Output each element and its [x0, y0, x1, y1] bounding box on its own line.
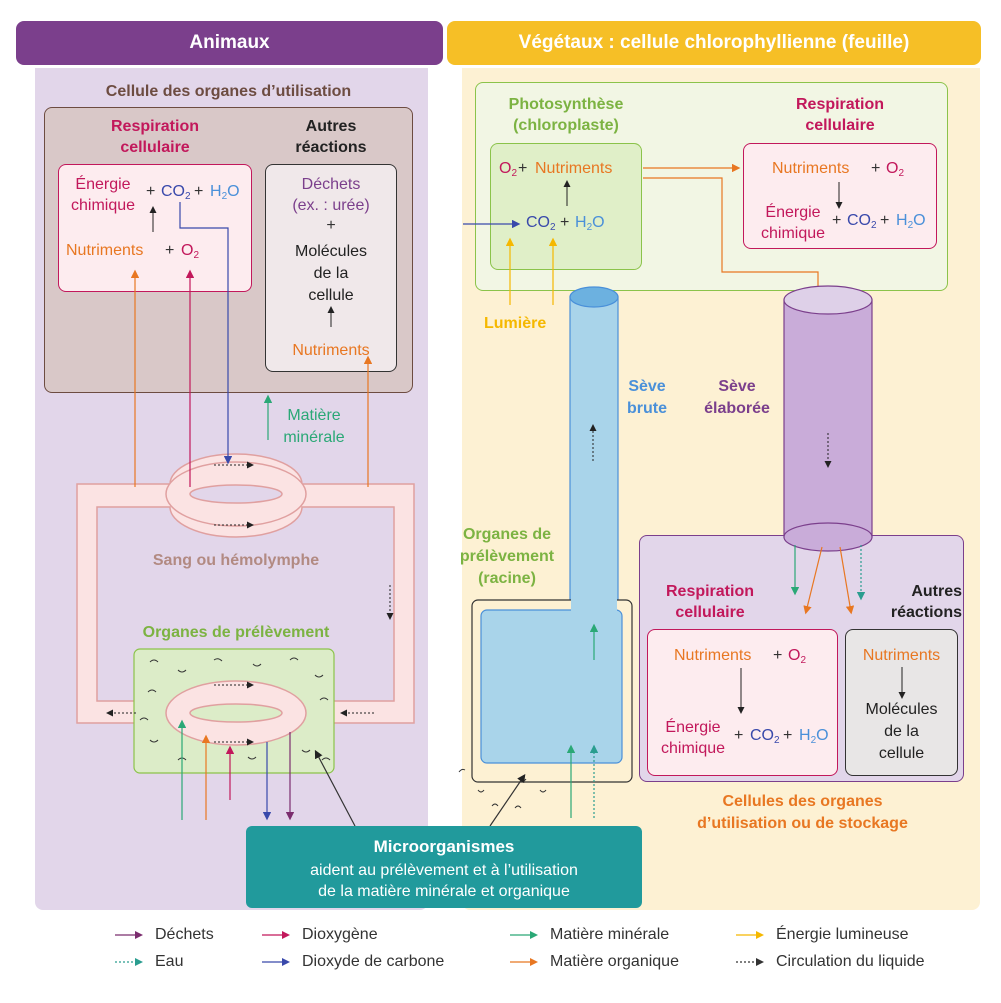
legend-label: Matière organique	[550, 953, 679, 970]
legend-item: Dioxygène	[262, 925, 378, 945]
plus-sign: +	[146, 183, 156, 200]
plant-plus-3: +	[871, 160, 881, 177]
plant-plus-5: +	[880, 212, 890, 229]
organes-prelevement-label: Organes de prélèvement	[143, 624, 330, 641]
plus-sign-2: +	[194, 183, 204, 200]
plant-respiration-title: Respiration cellulaire	[795, 96, 884, 134]
legend-item: Eau	[115, 952, 184, 972]
animal-cell-title: Cellule des organes d’utilisation	[105, 83, 352, 100]
legend-label: Dioxyde de carbone	[302, 953, 445, 970]
h2o-label: H2O	[210, 183, 240, 202]
animal-autres-box	[265, 164, 397, 372]
plant-bottom-autres-box	[845, 629, 958, 776]
plant-resp-co2: CO2	[847, 212, 877, 231]
photosynthese-title: Photosynthèse (chloroplaste)	[508, 96, 624, 134]
plants-header: Végétaux : cellule chlorophyllienne (feu…	[447, 21, 981, 65]
legend-label: Dioxygène	[302, 926, 378, 943]
legend-item: Énergie lumineuse	[736, 925, 909, 945]
o2-label: O2	[181, 242, 200, 261]
animal-autres-nutriments: Nutriments	[292, 342, 370, 359]
legend-arrow-icon	[115, 958, 143, 966]
plant-energie-label: Énergie chimique	[760, 204, 826, 242]
microorganismes-box	[246, 826, 642, 908]
animal-nutriments-label: Nutriments	[66, 242, 144, 259]
plant-bottom-autres-nutriments: Nutriments	[862, 647, 941, 664]
legend-arrow-icon	[736, 958, 764, 966]
plant-bottom-co2: CO2	[750, 727, 780, 746]
co2-label: CO2	[161, 183, 191, 202]
plant-respiration-nutriments: Nutriments	[772, 160, 850, 177]
animal-respiration-title: Respiration cellulaire	[110, 118, 199, 156]
plant-bottom-h2o: H2O	[799, 727, 829, 746]
animals-header: Animaux	[16, 21, 443, 65]
plant-plus-4: +	[832, 212, 842, 229]
lumiere-label: Lumière	[484, 315, 547, 332]
plant-bottom-o2: O2	[788, 647, 807, 666]
plant-bottom-energie: Énergie chimique	[660, 719, 726, 757]
legend-arrow-icon	[736, 931, 764, 939]
legend-arrow-icon	[510, 931, 538, 939]
seve-elaboree-label: Sève élaborée	[704, 378, 770, 417]
plant-plus-8: +	[783, 727, 793, 744]
legend-item: Déchets	[115, 925, 214, 945]
plant-plus-7: +	[734, 727, 744, 744]
microbe-squiggles	[139, 657, 331, 761]
plus-sign-3: +	[165, 242, 175, 259]
matiere-minerale-label: Matière minérale	[283, 407, 345, 446]
legend-arrow-icon	[262, 931, 290, 939]
seve-brute-label: Sève brute	[627, 378, 667, 417]
plant-o2-label: O2	[499, 160, 518, 179]
plant-bottom-nutriments: Nutriments	[674, 647, 752, 664]
plant-plus-1: +	[518, 160, 528, 177]
plant-plus-6: +	[773, 647, 783, 664]
legend-label: Eau	[155, 953, 184, 970]
legend-arrow-icon	[115, 931, 143, 939]
seve-elaboree-tube	[783, 285, 873, 552]
legend-item: Matière minérale	[510, 925, 670, 945]
organes-racine-label: Organes de prélèvement (racine)	[459, 526, 555, 587]
plant-respiration-box	[743, 143, 937, 249]
animal-molecules-label: Molécules de la cellule	[294, 243, 368, 304]
plant-co2-label: CO2	[526, 214, 556, 233]
animal-autres-title: Autres réactions	[295, 118, 367, 156]
chloroplast-box	[490, 143, 642, 270]
plant-respiration-o2: O2	[886, 160, 905, 179]
plant-plus-2: +	[560, 214, 570, 231]
legend-label: Matière minérale	[550, 926, 670, 943]
plant-bottom-molecules: Molécules de la cellule	[865, 701, 938, 762]
plant-bottom-autres-title: Autres réactions	[890, 583, 962, 621]
racine-inner-box	[480, 609, 623, 764]
legend-item: Dioxyde de carbone	[262, 952, 445, 972]
animal-energie-label: Énergie chimique	[70, 176, 136, 214]
legend-arrow-icon	[510, 958, 538, 966]
animal-dechets-label: Déchets (ex. : urée)	[292, 176, 370, 214]
cellules-stockage-label: Cellules des organes d’utilisation ou de…	[697, 793, 908, 832]
plant-bottom-respiration-box	[647, 629, 838, 776]
plant-nutriments-1: Nutriments	[535, 160, 613, 177]
micro-text: aident au prélèvement et à l’utilisation…	[310, 862, 578, 900]
legend-arrow-icon	[262, 958, 290, 966]
legend-label: Circulation du liquide	[776, 953, 925, 970]
legend-label: Énergie lumineuse	[776, 926, 909, 943]
micro-title: Microorganismes	[373, 837, 515, 856]
plant-resp-h2o: H2O	[896, 212, 926, 231]
legend-item: Matière organique	[510, 952, 679, 972]
sang-label: Sang ou hémolymphe	[153, 552, 319, 569]
plant-bottom-respiration-title: Respiration cellulaire	[665, 583, 754, 621]
plant-h2o-label: H2O	[575, 214, 605, 233]
legend-label: Déchets	[155, 926, 214, 943]
legend-item: Circulation du liquide	[736, 952, 925, 972]
plus-sign-4: +	[326, 217, 336, 234]
